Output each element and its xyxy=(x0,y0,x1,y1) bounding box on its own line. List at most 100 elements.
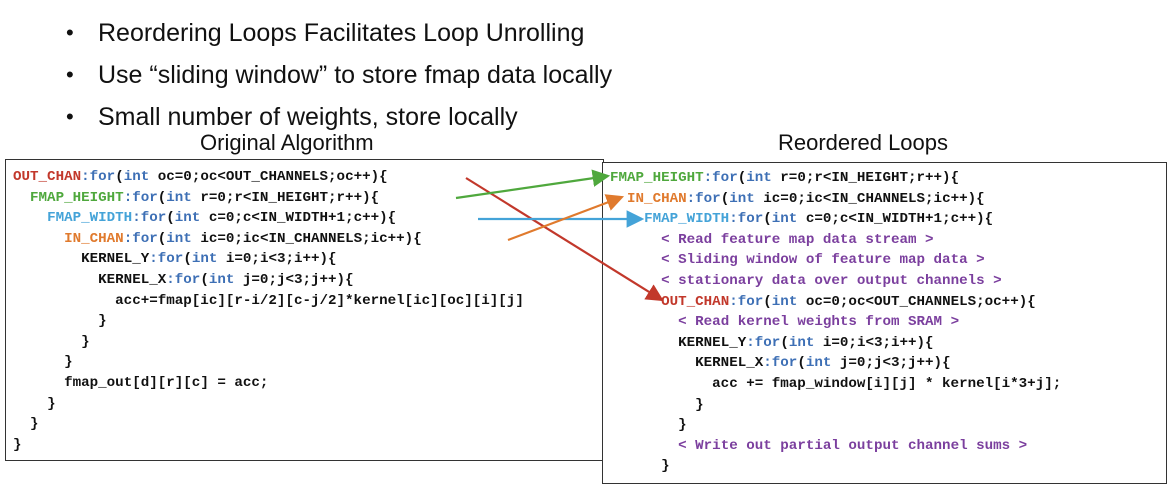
code-indent xyxy=(13,416,30,432)
code-statement: } xyxy=(47,395,56,412)
pseudo-comment: < Write out partial output channel sums … xyxy=(678,437,1028,454)
code-indent xyxy=(610,273,661,289)
loop-label-colon: : xyxy=(123,189,133,206)
code-line: } xyxy=(13,352,524,373)
loop-header: (int c=0;c<IN_WIDTH+1;c++){ xyxy=(763,211,994,228)
code-line: FMAP_WIDTH:for(int c=0;c<IN_WIDTH+1;c++)… xyxy=(13,208,524,229)
bullet-list: •Reordering Loops Facilitates Loop Unrol… xyxy=(62,12,612,138)
loop-header: (int ic=0;ic<IN_CHANNELS;ic++){ xyxy=(157,230,422,247)
for-keyword: for xyxy=(89,169,116,185)
loop-header: (int ic=0;ic<IN_CHANNELS;ic++){ xyxy=(720,190,985,207)
code-line: } xyxy=(13,414,524,435)
code-line: KERNEL_X:for(int j=0;j<3;j++){ xyxy=(610,353,1061,374)
code-line: fmap_out[d][r][c] = acc; xyxy=(13,373,524,394)
loop-label: FMAP_WIDTH xyxy=(644,211,730,228)
code-indent xyxy=(13,334,81,350)
loop-label: OUT_CHAN xyxy=(13,169,82,185)
code-indent xyxy=(610,397,695,413)
loop-label: FMAP_HEIGHT xyxy=(30,189,124,206)
for-keyword: for xyxy=(754,334,781,351)
bullet-text: Reordering Loops Facilitates Loop Unroll… xyxy=(98,19,585,47)
loop-label-colon: : xyxy=(729,293,738,310)
loop-label: KERNEL_X xyxy=(695,355,764,372)
code-line: acc += fmap_window[i][j] * kernel[i*3+j]… xyxy=(610,374,1061,395)
code-line: KERNEL_Y:for(int i=0;i<3;i++){ xyxy=(13,249,524,270)
code-line: KERNEL_Y:for(int i=0;i<3;i++){ xyxy=(610,333,1061,354)
bullet-item: •Reordering Loops Facilitates Loop Unrol… xyxy=(62,12,612,54)
code-statement: } xyxy=(30,416,39,433)
code-line: < Sliding window of feature map data > xyxy=(610,250,1061,271)
reordered-code-listing: FMAP_HEIGHT:for(int r=0;r<IN_HEIGHT;r++)… xyxy=(610,168,1061,477)
code-line: } xyxy=(610,415,1061,436)
code-indent xyxy=(610,417,678,433)
int-keyword: int xyxy=(123,169,150,185)
for-keyword: for xyxy=(174,271,201,288)
code-line: } xyxy=(13,332,524,353)
loop-label-colon: : xyxy=(81,169,90,185)
code-statement: } xyxy=(81,333,90,350)
code-statement: } xyxy=(695,396,704,413)
code-line: < Write out partial output channel sums … xyxy=(610,436,1061,457)
for-keyword: for xyxy=(132,189,158,206)
code-indent xyxy=(610,252,661,268)
original-algorithm-title: Original Algorithm xyxy=(200,130,374,155)
code-line: } xyxy=(13,394,524,415)
for-keyword: for xyxy=(157,251,184,268)
loop-header: (int j=0;j<3;j++){ xyxy=(200,271,354,288)
code-statement: acc+=fmap[ic][r-i/2][c-j/2]*kernel[ic][o… xyxy=(115,292,524,309)
pseudo-comment: < stationary data over output channels > xyxy=(661,272,1002,289)
code-line: < Read feature map data stream > xyxy=(610,230,1061,251)
code-indent xyxy=(13,272,98,288)
reordered-loops-title: Reordered Loops xyxy=(778,130,949,155)
loop-label: IN_CHAN xyxy=(64,230,124,247)
loop-header: (int r=0;r<IN_HEIGHT;r++){ xyxy=(157,189,380,206)
int-keyword: int xyxy=(729,190,755,207)
code-indent xyxy=(610,232,661,248)
code-indent xyxy=(610,335,678,351)
code-indent xyxy=(610,355,695,371)
code-statement: } xyxy=(64,354,73,371)
code-line: < stationary data over output channels > xyxy=(610,271,1061,292)
loop-label-colon: : xyxy=(132,210,141,227)
int-keyword: int xyxy=(174,210,201,227)
original-code-listing: OUT_CHAN:for(int oc=0;oc<OUT_CHANNELS;oc… xyxy=(13,167,524,455)
int-keyword: int xyxy=(166,230,192,247)
loop-header: (int j=0;j<3;j++){ xyxy=(797,355,951,372)
code-indent xyxy=(13,396,47,412)
for-keyword: for xyxy=(712,170,738,186)
loop-label-colon: : xyxy=(763,355,772,372)
for-keyword: for xyxy=(140,210,167,227)
loop-header: (int oc=0;oc<OUT_CHANNELS;oc++){ xyxy=(115,169,388,185)
code-line: } xyxy=(610,456,1061,477)
code-statement: fmap_out[d][r][c] = acc; xyxy=(64,374,269,391)
bullet-text: Use “sliding window” to store fmap data … xyxy=(98,61,613,89)
code-line: } xyxy=(610,395,1061,416)
code-indent xyxy=(610,191,627,207)
loop-label: OUT_CHAN xyxy=(661,293,730,310)
code-indent xyxy=(13,251,81,267)
code-indent xyxy=(13,190,30,206)
code-indent xyxy=(610,458,661,474)
loop-header: (int oc=0;oc<OUT_CHANNELS;oc++){ xyxy=(763,293,1036,310)
loop-label: FMAP_WIDTH xyxy=(47,210,133,227)
code-line: IN_CHAN:for(int ic=0;ic<IN_CHANNELS;ic++… xyxy=(610,189,1061,210)
bullet-item: •Use “sliding window” to store fmap data… xyxy=(62,54,612,96)
int-keyword: int xyxy=(771,211,798,228)
code-statement: acc += fmap_window[i][j] * kernel[i*3+j]… xyxy=(712,375,1062,392)
pseudo-comment: < Sliding window of feature map data > xyxy=(661,252,985,269)
code-line: OUT_CHAN:for(int oc=0;oc<OUT_CHANNELS;oc… xyxy=(610,292,1061,313)
code-indent xyxy=(13,354,64,370)
code-line: FMAP_WIDTH:for(int c=0;c<IN_WIDTH+1;c++)… xyxy=(610,209,1061,230)
code-indent xyxy=(13,210,47,226)
reordered-code-box xyxy=(602,162,1167,484)
for-keyword: for xyxy=(737,293,764,310)
code-indent xyxy=(610,376,712,392)
loop-header: (int i=0;i<3;i++){ xyxy=(780,334,934,351)
int-keyword: int xyxy=(746,170,772,186)
loop-label-colon: : xyxy=(149,251,158,268)
code-indent xyxy=(610,294,661,310)
int-keyword: int xyxy=(771,293,798,310)
loop-header: (int i=0;i<3;i++){ xyxy=(183,251,337,268)
pseudo-comment: < Read kernel weights from SRAM > xyxy=(678,314,960,331)
code-line: } xyxy=(13,311,524,332)
